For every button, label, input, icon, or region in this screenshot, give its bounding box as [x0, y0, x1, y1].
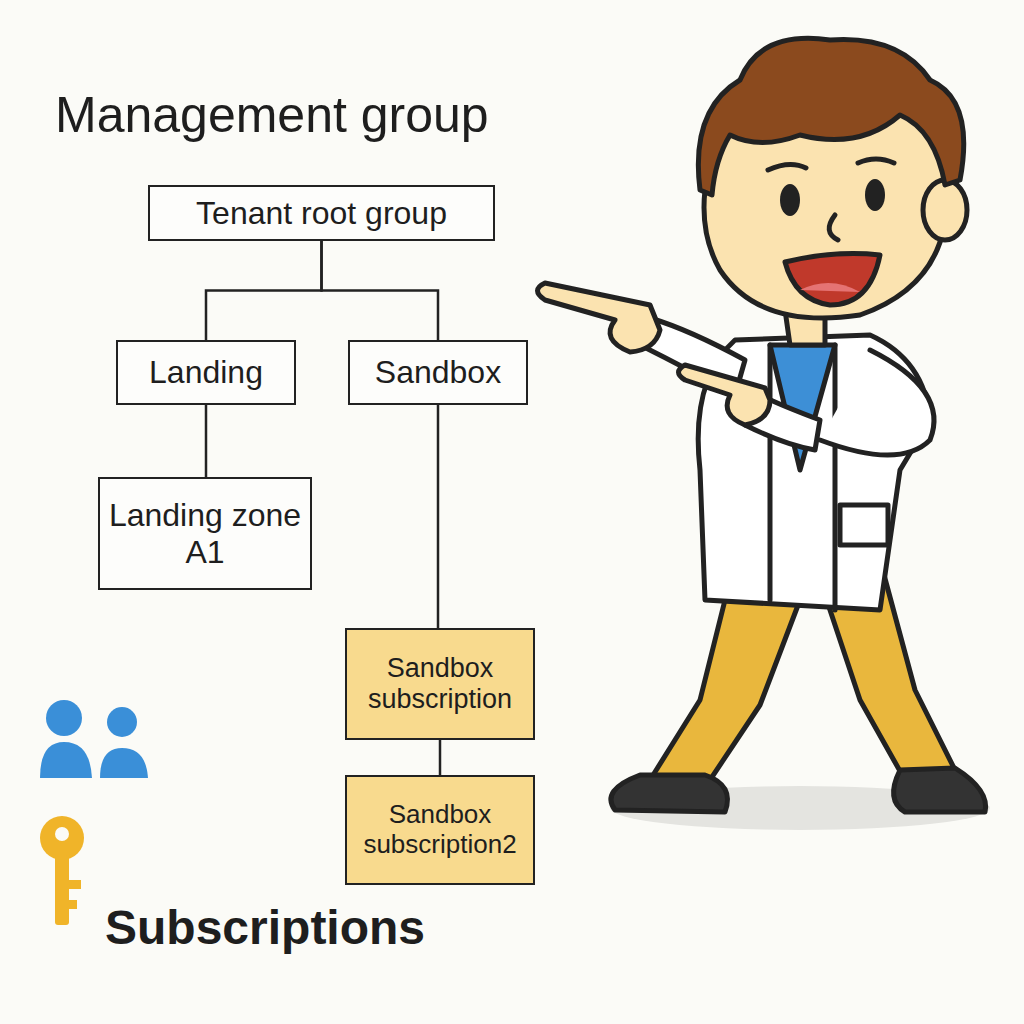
key-icon [40, 816, 84, 925]
node-label: Sandbox subscription [355, 653, 525, 715]
tree-connector [437, 405, 440, 628]
management-group-box: Landing [116, 340, 296, 405]
management-group-box: Landing zone A1 [98, 477, 312, 590]
tree-connector [322, 241, 439, 340]
tree-connector [206, 241, 322, 340]
diagram-title: Management group [55, 86, 489, 144]
subscription-box: Sandbox subscription [345, 628, 535, 740]
cartoon-scientist [538, 38, 991, 830]
node-label: Landing [149, 354, 263, 391]
node-label: Sandbox subscription2 [355, 800, 525, 860]
node-label: Tenant root group [196, 195, 447, 232]
node-label: Sandbox [375, 354, 501, 391]
node-label: Landing zone A1 [108, 497, 302, 571]
people-icon [40, 700, 148, 778]
tree-connector [205, 405, 208, 477]
management-group-box: Tenant root group [148, 185, 495, 241]
management-group-box: Sandbox [348, 340, 528, 405]
section-label: Subscriptions [105, 900, 425, 955]
tree-connector [439, 740, 442, 775]
subscription-box: Sandbox subscription2 [345, 775, 535, 885]
